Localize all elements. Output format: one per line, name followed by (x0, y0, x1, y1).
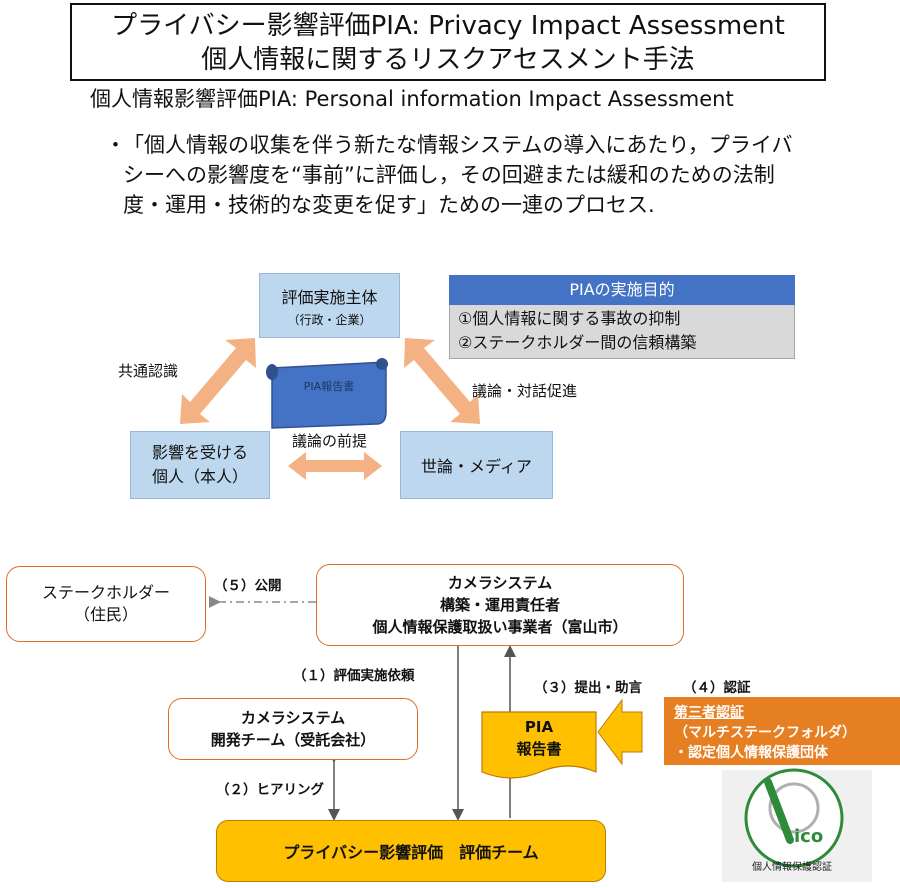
arrow-certify-yellow (597, 698, 643, 766)
label-common-understanding: 共通認識 (118, 362, 179, 380)
node-camera-owner: カメラシステム 構築・運用責任者 個人情報保護取扱い事業者（富山市） (316, 564, 684, 646)
logo-ring-text: 個人情報保護認証 (752, 862, 832, 873)
node-eval-team: プライバシー影響評価 評価チーム (216, 820, 606, 882)
certifier-line1: 第三者認証 (674, 705, 744, 721)
node-evaluator-title: 評価実施主体 (281, 287, 378, 307)
purpose-list: ①個人情報に関する事故の抑制 ②ステークホルダー間の信頼構築 (449, 305, 795, 359)
node-dev-team-line1: カメラシステム (240, 709, 346, 727)
label-step2: （２）ヒアリング (216, 782, 324, 798)
bullet-mark: ・ (105, 133, 126, 157)
arrow-dialogue (404, 338, 480, 424)
node-stakeholder: ステークホルダー （住民） (6, 566, 206, 642)
arrow-discussion-basis (288, 452, 382, 480)
node-individual-line1: 影響を受ける (151, 443, 248, 462)
label-step1: （１）評価実施依頼 (293, 668, 415, 684)
pia-report-label: PIA報告書 (303, 380, 355, 393)
title-line-2: 個人情報に関するリスクアセスメント手法 (201, 45, 695, 75)
label-step4: （４）認証 (683, 680, 751, 696)
purpose-item-2: ②ステークホルダー間の信頼構築 (458, 333, 697, 352)
node-stakeholder-line2: （住民） (73, 605, 138, 624)
purpose-item-1: ①個人情報に関する事故の抑制 (458, 309, 681, 328)
purpose-heading: PIAの実施目的 (449, 275, 795, 305)
label-discussion-basis: 議論の前提 (292, 432, 368, 450)
flow-report-label: PIA 報告書 (482, 716, 596, 760)
flow-report-line1: PIA (524, 718, 554, 736)
certifier-line2: （マルチステークフォルダ） (674, 725, 856, 741)
label-step3: （３）提出・助言 (534, 680, 642, 696)
node-camera-owner-line3: 個人情報保護取扱い事業者（富山市） (372, 618, 628, 636)
subtitle: 個人情報影響評価PIA: Personal information Impact… (90, 87, 734, 111)
arrow-common-understanding (180, 338, 256, 424)
node-stakeholder-line1: ステークホルダー (41, 583, 170, 602)
node-evaluator: 評価実施主体 （行政・企業） (259, 273, 400, 338)
label-step5: （５）公開 (214, 578, 282, 594)
logo-text: ico (794, 826, 824, 847)
pico-logo-icon (722, 768, 872, 882)
node-individual-line2: 個人（本人） (151, 467, 248, 486)
node-dev-team: カメラシステム 開発チーム（受託会社） (168, 698, 418, 760)
node-camera-owner-line1: カメラシステム (447, 574, 553, 592)
certifier-box: 第三者認証 （マルチステークフォルダ） ・認定個人情報保護団体 (664, 697, 900, 765)
node-dev-team-line2: 開発チーム（受託会社） (210, 731, 376, 749)
pia-report-scroll-icon (266, 358, 388, 429)
flow-report-line2: 報告書 (516, 740, 562, 758)
title-box: プライバシー影響評価PIA: Privacy Impact Assessment… (70, 3, 826, 81)
node-individual: 影響を受ける 個人（本人） (130, 431, 270, 499)
node-evaluator-sub: （行政・企業） (287, 312, 372, 327)
node-public-media-label: 世論・メディア (421, 457, 532, 476)
definition-text: 「個人情報の収集を伴う新たな情報システムの導入にあたり，プライバシーへの影響度を… (123, 133, 793, 217)
title-line-1: プライバシー影響評価PIA: Privacy Impact Assessment (111, 11, 785, 41)
label-dialogue: 議論・対話促進 (472, 382, 578, 400)
node-camera-owner-line2: 構築・運用責任者 (439, 596, 560, 614)
certifier-line3: ・認定個人情報保護団体 (674, 745, 828, 761)
flow-report-document (481, 711, 597, 779)
node-public-media: 世論・メディア (400, 431, 553, 499)
